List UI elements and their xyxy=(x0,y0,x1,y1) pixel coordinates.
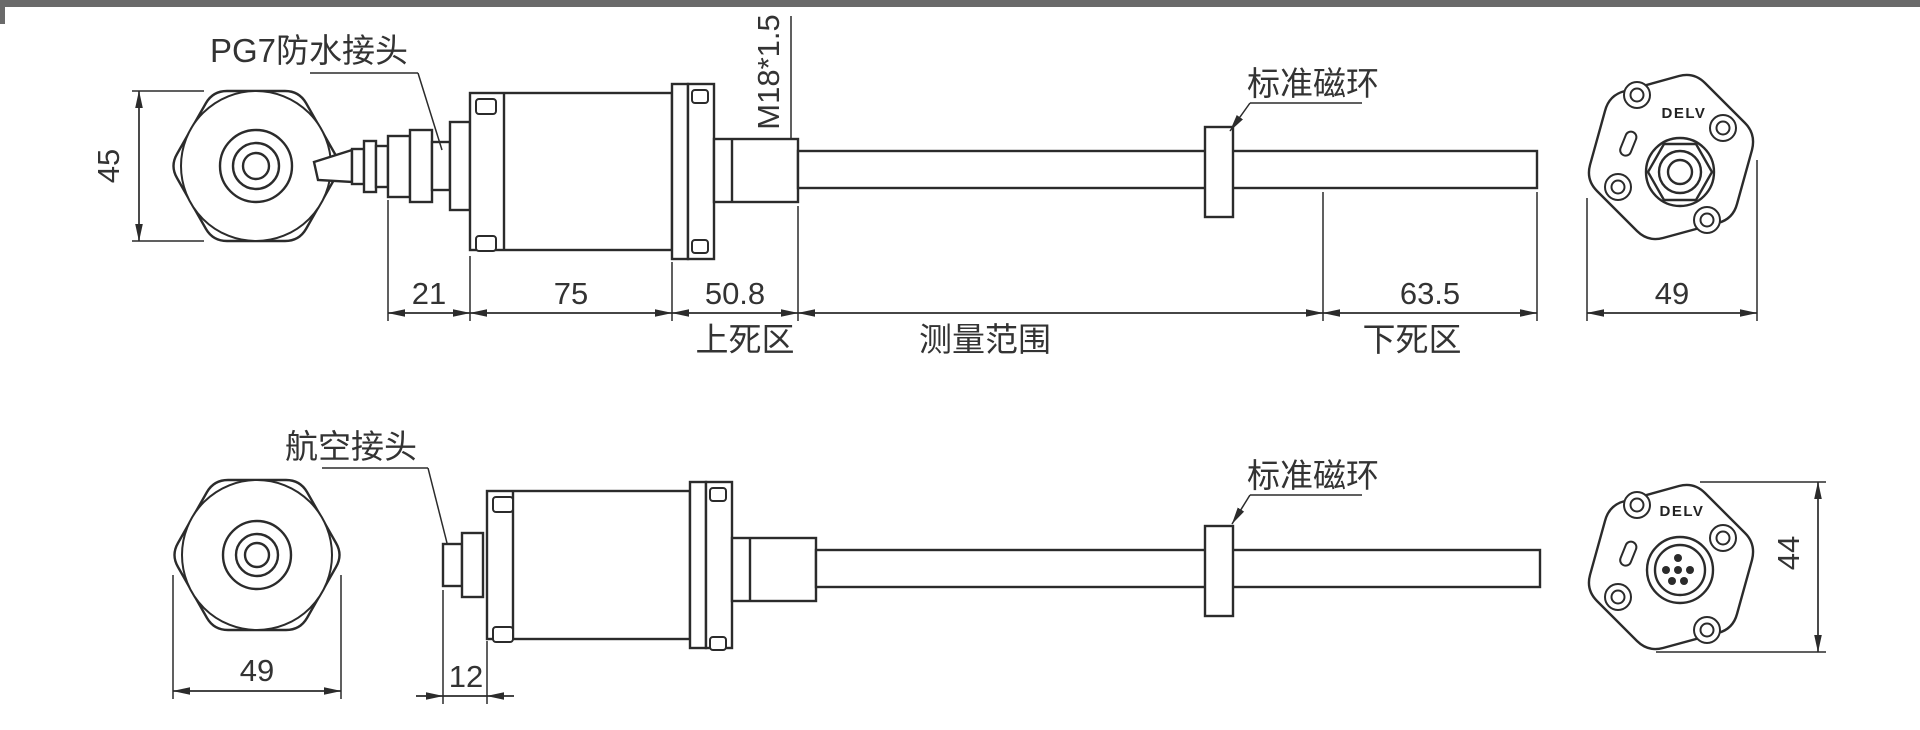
bottom-side-view xyxy=(441,480,1542,651)
sensor-rod-2 xyxy=(814,548,1542,589)
m18-thread xyxy=(712,137,800,204)
zone-lower-dead: 下死区 xyxy=(1363,321,1462,358)
bottom-right-end-view: DELV 44 xyxy=(1587,481,1826,653)
top-left-end-view xyxy=(172,89,340,243)
dim-21: 21 xyxy=(412,276,446,311)
dim-45: 45 xyxy=(91,149,126,183)
brand-logo-top: DELV xyxy=(1662,105,1707,122)
bottom-callouts: 航空接头 标准磁环 xyxy=(285,428,1379,544)
magnet-ring-label-top: 标准磁环 xyxy=(1247,65,1379,102)
sensor-body xyxy=(468,91,674,252)
dim-49-top: 49 xyxy=(1655,276,1689,311)
pg7-connector-label: PG7防水接头 xyxy=(210,32,408,69)
front-flange xyxy=(670,82,690,261)
bottom-left-end-view: 49 xyxy=(172,478,342,699)
top-callouts: PG7防水接头 M18*1.5 标准磁环 xyxy=(210,14,1379,151)
top-extension-lines xyxy=(132,90,1758,321)
zone-range: 测量范围 xyxy=(919,321,1051,358)
brand-logo-bottom: DELV xyxy=(1660,503,1705,520)
top-side-view xyxy=(312,82,1539,261)
dim-49-bottom: 49 xyxy=(240,653,274,688)
dim-75: 75 xyxy=(554,276,588,311)
zone-upper-dead: 上死区 xyxy=(696,321,795,358)
left-border-mark xyxy=(0,0,5,24)
front-flange-2 xyxy=(688,480,708,650)
thread-2 xyxy=(730,536,818,603)
dim-44: 44 xyxy=(1771,536,1806,570)
dim-12-group: 12 xyxy=(416,590,514,704)
bottom-view: 49 航空接头 标准磁环 xyxy=(172,428,1826,704)
dim-50-8: 50.8 xyxy=(705,276,765,311)
magnet-ring xyxy=(1203,125,1235,219)
pg7-gland xyxy=(350,120,472,212)
aviation-connector-label: 航空接头 xyxy=(285,428,417,465)
magnet-ring-2 xyxy=(1203,524,1235,618)
top-dimensions: 45 21 75 50.8 63.5 49 上死区 测量范围 下死区 xyxy=(91,90,1758,358)
top-view: PG7防水接头 M18*1.5 标准磁环 45 21 75 50.8 63.5 … xyxy=(91,14,1758,358)
sensor-rod xyxy=(796,149,1539,190)
connector-pins xyxy=(1662,554,1694,585)
top-right-end-view: DELV xyxy=(1587,73,1755,241)
aviation-connector xyxy=(441,531,485,599)
top-border-line xyxy=(0,0,1920,7)
dim-12: 12 xyxy=(449,659,483,694)
m18-thread-label: M18*1.5 xyxy=(751,14,786,129)
dim-63-5: 63.5 xyxy=(1400,276,1460,311)
sensor-body-2 xyxy=(485,489,692,641)
magnet-ring-label-bottom: 标准磁环 xyxy=(1247,457,1379,494)
